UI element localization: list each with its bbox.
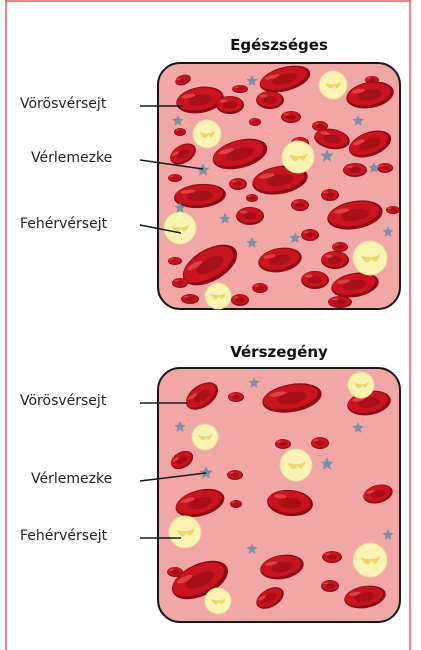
red-blood-cell: [343, 163, 367, 177]
white-blood-cell: [205, 283, 231, 309]
label-red-blood-cell-healthy: Vörösvérsejt: [20, 96, 106, 112]
white-blood-cell: [192, 424, 218, 450]
white-blood-cell: [319, 71, 347, 99]
red-blood-cell: [321, 189, 339, 201]
white-blood-cell: [280, 449, 312, 481]
red-blood-cell: [236, 207, 264, 225]
red-blood-cell: [311, 437, 329, 449]
red-blood-cell: [328, 296, 352, 308]
red-blood-cell: [227, 470, 243, 480]
white-blood-cell: [193, 120, 221, 148]
red-blood-cell: [216, 96, 244, 114]
red-blood-cell: [301, 271, 329, 289]
red-blood-cell: [228, 392, 244, 402]
label-white-blood-cell-anemic: Fehérvérsejt: [20, 528, 107, 544]
red-blood-cell: [168, 257, 182, 265]
red-blood-cell: [232, 85, 248, 93]
white-blood-cell: [169, 516, 201, 548]
red-blood-cell: [249, 118, 261, 126]
red-blood-cell: [321, 580, 339, 592]
red-blood-cell: [321, 251, 349, 269]
label-white-blood-cell-healthy: Fehérvérsejt: [20, 216, 107, 232]
red-blood-cell: [231, 294, 249, 306]
white-blood-cell: [205, 588, 231, 614]
label-platelet-healthy: Vérlemezke: [31, 150, 112, 166]
white-blood-cell: [282, 141, 314, 173]
red-blood-cell: [252, 283, 268, 293]
red-blood-cell: [229, 178, 247, 190]
red-blood-cell: [168, 174, 182, 182]
red-blood-cell: [377, 163, 393, 173]
red-blood-cell: [322, 551, 342, 563]
red-blood-cell: [301, 229, 319, 241]
white-blood-cell: [348, 372, 374, 398]
red-blood-cell: [281, 111, 301, 123]
label-red-blood-cell-anemic: Vörösvérsejt: [20, 393, 106, 409]
red-blood-cell: [332, 242, 348, 252]
label-platelet-anemic: Vérlemezke: [31, 471, 112, 487]
panel-title-healthy: Egészséges: [199, 36, 359, 54]
red-blood-cell: [174, 128, 186, 136]
white-blood-cell: [164, 212, 196, 244]
red-blood-cell: [275, 439, 291, 449]
panel-title-anemic: Vérszegény: [199, 343, 359, 361]
red-blood-cell: [246, 194, 258, 202]
red-blood-cell: [386, 206, 400, 214]
white-blood-cell: [353, 543, 387, 577]
red-blood-cell: [256, 91, 284, 109]
red-blood-cell: [230, 500, 242, 508]
red-blood-cell: [181, 294, 199, 304]
red-blood-cell: [172, 278, 188, 288]
white-blood-cell: [353, 241, 387, 275]
red-blood-cell: [291, 199, 309, 211]
